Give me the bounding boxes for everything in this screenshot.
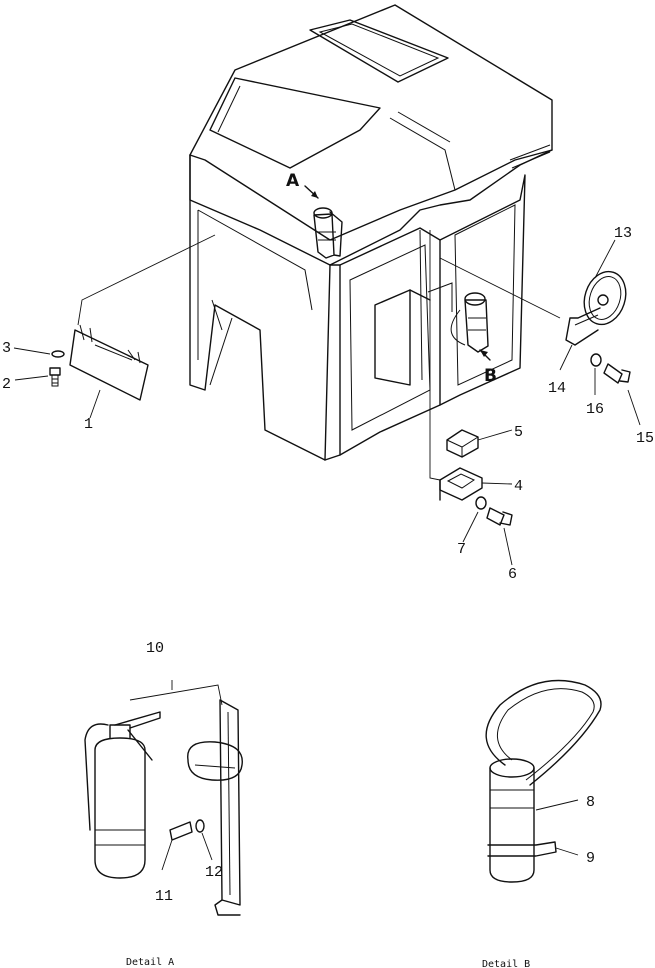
- callout-5: 5: [514, 424, 523, 441]
- mirror-item-13: [583, 270, 627, 326]
- bolt-item-6: [486, 507, 513, 526]
- extinguisher-holder-on-cab: [450, 292, 489, 353]
- switch-item-5: [446, 429, 479, 458]
- bolt-item-2: [49, 367, 61, 387]
- caption-detail-b: Detail B: [482, 959, 530, 968]
- callout-7: 7: [457, 541, 466, 558]
- detail-b-drawing: [485, 679, 602, 883]
- caption-detail-a: Detail A: [126, 957, 174, 968]
- callout-3: 3: [2, 340, 11, 357]
- bracket-item-14: [565, 307, 601, 346]
- plate-part: [69, 234, 216, 401]
- callout-2: 2: [2, 376, 11, 393]
- callout-12: 12: [205, 864, 223, 881]
- callout-9: 9: [586, 850, 595, 867]
- callout-14: 14: [548, 380, 566, 397]
- callout-10: 10: [146, 640, 164, 657]
- callout-1: 1: [84, 416, 93, 433]
- washer-item-3: [51, 350, 65, 358]
- view-a-label: A: [286, 171, 300, 191]
- callout-15: 15: [636, 430, 654, 447]
- extinguisher-on-cab: [313, 207, 343, 259]
- callout-11: 11: [155, 888, 173, 905]
- callout-6: 6: [508, 566, 517, 583]
- view-b-label: B: [484, 366, 497, 386]
- cab-drawing: [189, 4, 553, 461]
- bracket-item-4: [439, 467, 483, 501]
- callout-16: 16: [586, 401, 604, 418]
- callout-4: 4: [514, 478, 523, 495]
- washer-item-7: [475, 496, 487, 510]
- bolt-item-15: [603, 363, 631, 384]
- washer-item-16: [590, 353, 602, 367]
- detail-a-drawing: [84, 699, 243, 916]
- callout-13: 13: [614, 225, 632, 242]
- callout-8: 8: [586, 794, 595, 811]
